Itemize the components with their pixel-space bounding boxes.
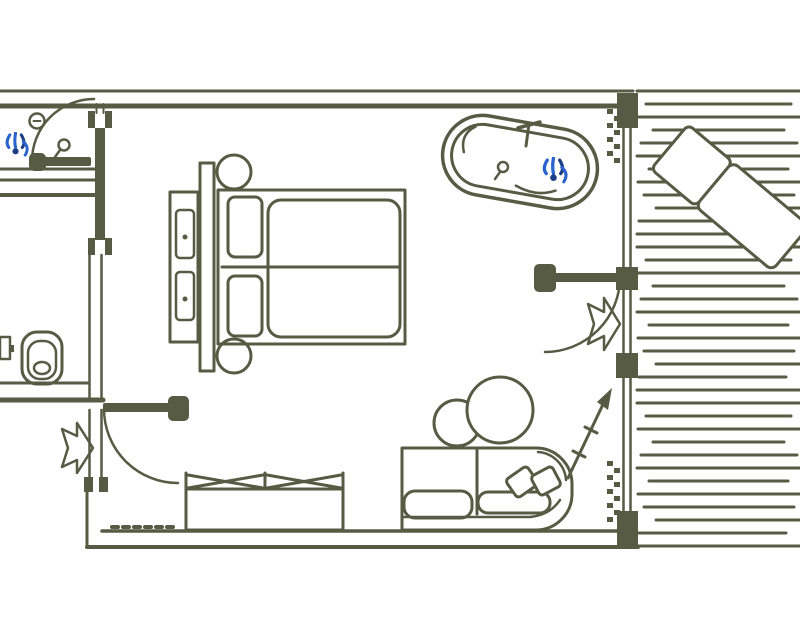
curtain-tick xyxy=(607,489,613,494)
curtain-tick xyxy=(607,109,613,114)
deck-door xyxy=(534,264,622,354)
curtain-symbol-top xyxy=(607,109,620,163)
headboard-panel xyxy=(168,190,200,344)
curtain-tick xyxy=(614,130,620,135)
sofa-arm-inner xyxy=(536,450,568,482)
curtain-tick xyxy=(614,496,620,501)
sofa-cushion-left xyxy=(402,489,474,520)
curtain-tick xyxy=(614,144,620,149)
curtain-tick xyxy=(607,461,613,466)
deck-door-arrow-icon xyxy=(586,296,622,352)
luggage-bench xyxy=(184,471,345,532)
tub-ripple-right xyxy=(514,184,557,195)
headboard-control-bottom xyxy=(174,270,196,322)
entry-arrow-icon xyxy=(60,421,95,475)
shower-room xyxy=(5,97,96,171)
coffee-table-large xyxy=(465,375,535,445)
tub-drain-icon xyxy=(496,160,510,174)
curtain-tick xyxy=(607,503,613,508)
throw-pillow-right xyxy=(530,465,562,497)
entry-door xyxy=(102,396,189,485)
sun-lounger xyxy=(651,125,800,270)
curtain-tick xyxy=(607,475,613,480)
tub-faucet-bar xyxy=(516,120,542,130)
pillow-top xyxy=(226,195,264,259)
headboard-control-top xyxy=(174,208,196,260)
curtain-tick xyxy=(607,123,613,128)
curtain-tick xyxy=(614,158,620,163)
tub-ripple-left xyxy=(461,125,477,154)
bed xyxy=(168,153,407,375)
cistern-bracket xyxy=(0,335,12,361)
deck-door-jamb-upper xyxy=(616,267,638,290)
curtain-tick xyxy=(614,468,620,473)
toilet xyxy=(0,330,64,386)
curtain-tick xyxy=(614,116,620,121)
diagonal-entry-arrow-icon xyxy=(566,388,612,480)
nightstand-bottom xyxy=(215,337,253,375)
deck-door-jamb-lower xyxy=(616,353,638,378)
shower-mixer-icon xyxy=(5,132,29,157)
pocket-door-closed xyxy=(95,128,105,240)
bathtub xyxy=(440,113,600,211)
wc-room xyxy=(0,330,64,386)
bathroom-partitions xyxy=(0,103,112,492)
curtain-tick xyxy=(614,510,620,515)
headboard-bar xyxy=(198,161,216,373)
tub-faucet-stem xyxy=(524,122,531,148)
wall-block-top-right xyxy=(617,93,638,128)
lounger-seat xyxy=(696,163,800,270)
door-knob-icon xyxy=(57,138,71,152)
sofa xyxy=(400,446,574,532)
curtain-tick xyxy=(614,482,620,487)
curtain-tick xyxy=(607,151,613,156)
curtain-tick xyxy=(607,137,613,142)
pillow-bottom xyxy=(226,274,264,338)
shower-drain-icon xyxy=(28,112,46,130)
mattress xyxy=(216,188,407,346)
shower-door xyxy=(29,97,96,171)
curtain-tick xyxy=(607,517,613,522)
nightstand-top xyxy=(215,153,253,191)
curtain-symbol-bottom xyxy=(607,461,620,522)
